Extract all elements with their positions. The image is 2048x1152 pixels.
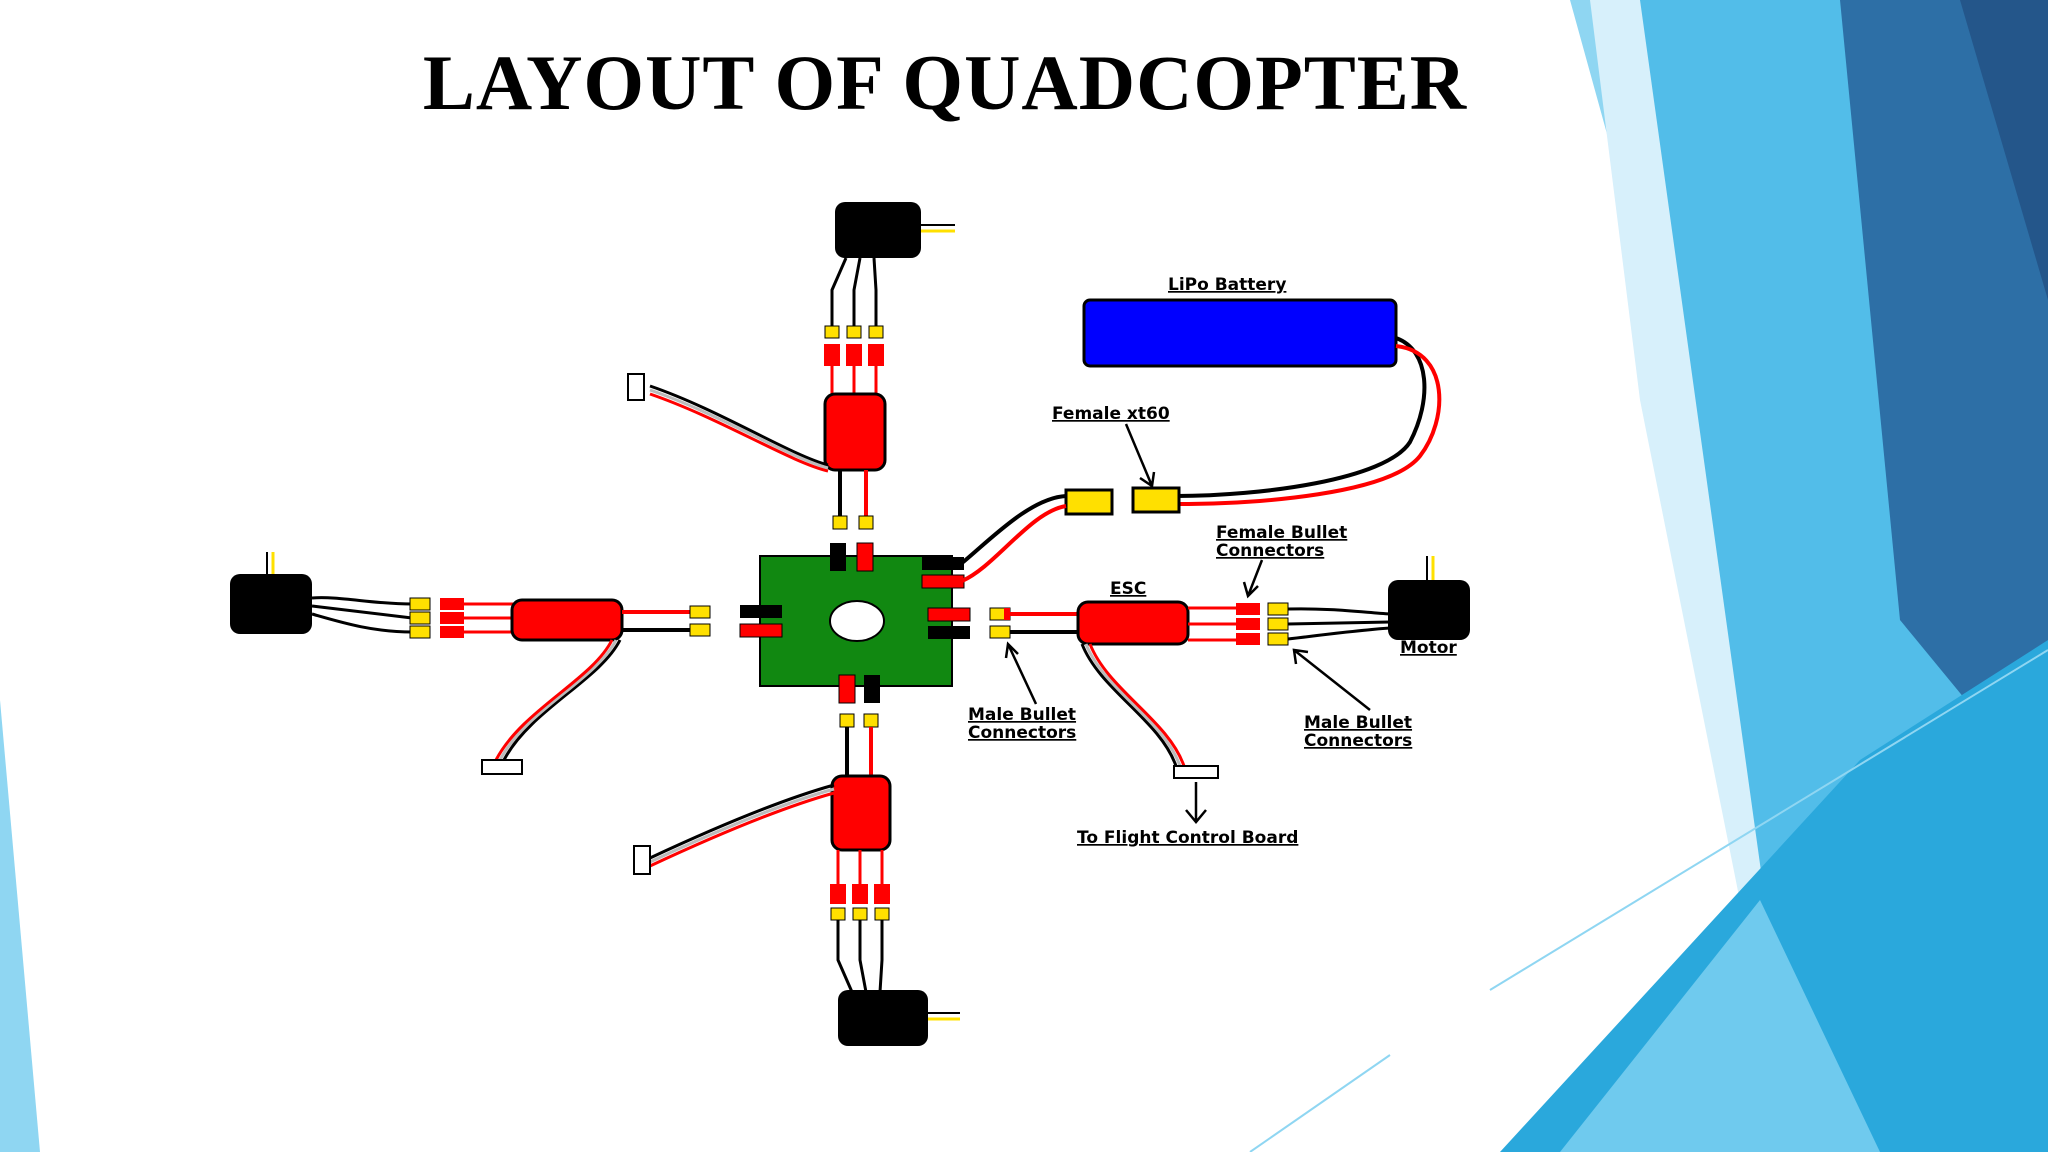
bg-shard-bottom — [1500, 640, 2048, 1152]
signal-plug-top — [627, 373, 645, 401]
arrow-male-bullet-right — [1292, 648, 1371, 711]
bg-thin-line — [1249, 1054, 1391, 1152]
label-female-bullet-line2: Connectors — [1216, 541, 1324, 561]
lipo-battery — [1082, 298, 1398, 368]
label-motor: Motor — [1400, 638, 1457, 658]
signal-plug-bottom — [633, 845, 651, 875]
label-female-xt60: Female xt60 — [1052, 404, 1170, 424]
bg-thin-line — [1489, 649, 2048, 991]
label-flight-control-board: To Flight Control Board — [1077, 828, 1298, 848]
esc-left — [510, 598, 624, 642]
bg-shard-left — [0, 700, 40, 1152]
label-lipo-battery: LiPo Battery — [1168, 275, 1286, 295]
label-male-bullet-right-line1: Male Bullet — [1304, 713, 1412, 733]
motor-right — [1388, 580, 1470, 640]
motor-top — [835, 202, 921, 258]
motor-bottom — [838, 990, 928, 1046]
arrow-female-bullet — [1242, 559, 1264, 599]
label-male-bullet-left-line2: Connectors — [968, 723, 1076, 743]
bottom-arm — [633, 713, 960, 1046]
arrow-flight-control — [1185, 782, 1207, 824]
left-arm — [230, 552, 711, 775]
signal-plug-right — [1173, 765, 1219, 779]
bg-shard-darker — [1960, 0, 2048, 300]
label-esc: ESC — [1110, 579, 1146, 599]
label-male-bullet-left-line1: Male Bullet — [968, 705, 1076, 725]
signal-plug-left — [481, 759, 523, 775]
right-arm — [989, 556, 1470, 779]
slide-title: LAYOUT OF QUADCOPTER — [422, 39, 1468, 126]
power-distribution-board — [739, 542, 971, 704]
battery-circuit — [960, 298, 1442, 583]
label-female-bullet-line1: Female Bullet — [1216, 523, 1347, 543]
label-male-bullet-right-line2: Connectors — [1304, 731, 1412, 751]
male-xt60-connector — [1064, 488, 1114, 516]
motor-left — [230, 574, 312, 634]
esc-top — [823, 392, 887, 472]
annotation-arrows — [1004, 423, 1371, 824]
esc-right — [1076, 600, 1190, 646]
bg-shard-dark — [1840, 0, 2048, 800]
female-xt60-connector — [1131, 486, 1181, 514]
esc-bottom — [830, 774, 892, 852]
bg-shard-bottom-light — [1560, 900, 1880, 1152]
arrow-female-xt60 — [1124, 423, 1156, 489]
arrow-male-bullet-left — [1004, 641, 1038, 705]
top-arm — [627, 202, 955, 530]
